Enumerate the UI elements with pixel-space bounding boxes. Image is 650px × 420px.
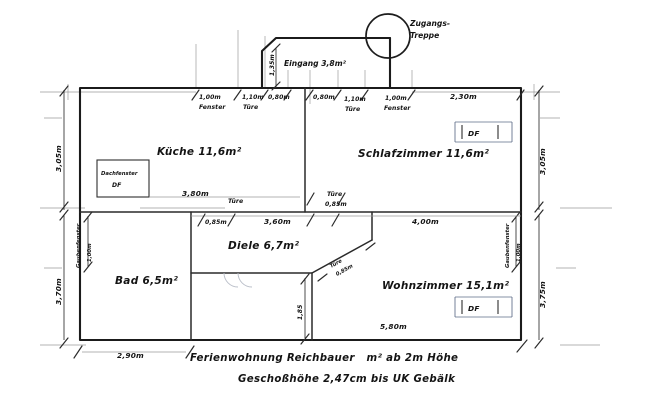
dim-right-upper: 3,05m — [534, 85, 547, 213]
dim-top-2-note: Türe — [243, 104, 258, 111]
gaubenfenster-right-label: Gaubenfenster — [505, 223, 511, 268]
df-schlafzimmer: DF — [454, 121, 513, 143]
zugangstreppe-line1: Zugangs- — [409, 19, 450, 28]
dim-bottom-right-value: 5,80m — [380, 322, 407, 331]
dim-mid-1-note: Türe — [228, 198, 243, 205]
zugangstreppe-line2: Treppe — [410, 31, 439, 40]
door-swing-arcs — [223, 272, 253, 288]
dim-top-1-note: Fenster — [199, 103, 226, 111]
dimension-extension-lines — [40, 30, 612, 346]
dim-top-2-value: 1,10m — [242, 94, 264, 101]
room-label-bad: Bad 6,5m² — [115, 275, 178, 287]
room-label-schlafzimmer: Schlafzimmer 11,6m² — [358, 148, 489, 160]
mid-dimension-chain: Türe 0,85m 3,60m 4,00m — [191, 198, 521, 227]
bottom-dimension-chain: 2,90m 5,80m — [73, 322, 528, 360]
df-label-schlafzimmer: DF — [468, 129, 480, 138]
exterior-walls — [78, 36, 523, 342]
dachfenster-label: Dachfenster — [101, 171, 138, 177]
dim-door-schlafzimmer-note: Türe — [327, 191, 342, 198]
dim-top-6-note: Fenster — [384, 104, 411, 112]
dim-left-upper: 3,05m — [54, 85, 69, 213]
dim-door-diagonal-note: Türe — [329, 258, 344, 270]
room-label-diele: Diele 6,7m² — [228, 240, 299, 252]
gaubenfenster-right: Gaubenfenster 1,00m — [505, 211, 522, 273]
caption-line-2: Geschoßhöhe 2,47cm bis UK Gebälk — [238, 374, 456, 385]
df-wohnzimmer: DF — [454, 296, 513, 318]
dachfenster-kueche: Dachfenster DF — [96, 159, 150, 198]
dim-right-upper-value: 3,05m — [538, 148, 547, 175]
room-label-kueche: Küche 11,6m² — [157, 146, 242, 158]
dim-top-5-value: 1,10m — [344, 96, 366, 103]
dim-diele-lower-height-value: 1,85 — [297, 305, 304, 320]
dim-right-lower: 3,75m — [534, 209, 547, 349]
gaubenfenster-left-size: 1,00m — [87, 243, 93, 262]
dim-mid-2-value: 3,60m — [264, 217, 291, 226]
interior-walls — [79, 87, 522, 341]
dim-door-schlafzimmer: Türe 0,85m — [306, 191, 347, 208]
zugangstreppe-circle — [365, 13, 411, 59]
gaubenfenster-left-label: Gaubenfenster — [76, 223, 82, 268]
dim-top-5-note: Türe — [345, 106, 360, 113]
caption-block: Ferienwohnung Reichbauer m² ab 2m Höhe G… — [190, 353, 458, 385]
dim-entrance-depth: 1,35m — [269, 43, 281, 91]
dim-kitchen-width: 3,80m — [150, 189, 300, 198]
zugangstreppe-callout: Zugangs- Treppe — [409, 19, 450, 40]
dim-diele-lower-height: 1,85 — [297, 273, 310, 345]
dim-bottom-left-value: 2,90m — [117, 351, 144, 360]
dim-top-6-value: 1,00m — [385, 95, 407, 102]
dim-top-7-value: 2,30m — [450, 92, 477, 101]
dim-top-1-value: 1,00m — [199, 94, 221, 101]
dim-left-upper-value: 3,05m — [54, 145, 63, 172]
gaubenfenster-right-size: 1,00m — [516, 243, 522, 262]
dachfenster-df: DF — [112, 182, 122, 189]
room-label-wohnzimmer: Wohnzimmer 15,1m² — [382, 280, 509, 292]
top-dimension-chain: 1,00m Fenster 1,10m Türe 0,80m 0,80m 1,1… — [191, 89, 525, 113]
room-label-eingang: Eingang 3,8m² — [284, 59, 347, 68]
dim-door-diagonal: Türe 0,85m — [317, 242, 376, 282]
dim-top-3-value: 0,80m — [268, 94, 290, 101]
dim-mid-3-value: 4,00m — [412, 217, 439, 226]
dim-door-schlafzimmer-value: 0,85m — [325, 201, 347, 208]
caption-line-1: Ferienwohnung Reichbauer m² ab 2m Höhe — [190, 353, 458, 364]
dim-left-lower: 3,70m — [54, 209, 69, 349]
dim-top-4-value: 0,80m — [313, 94, 335, 101]
dim-entrance-depth-value: 1,35m — [269, 54, 276, 76]
gaubenfenster-left: Gaubenfenster 1,00m — [76, 211, 93, 273]
dim-left-lower-value: 3,70m — [54, 278, 63, 305]
dim-mid-1-value: 0,85m — [205, 219, 227, 226]
dim-kitchen-width-value: 3,80m — [182, 189, 209, 198]
df-label-wohnzimmer: DF — [468, 304, 480, 313]
dim-right-lower-value: 3,75m — [538, 281, 547, 308]
